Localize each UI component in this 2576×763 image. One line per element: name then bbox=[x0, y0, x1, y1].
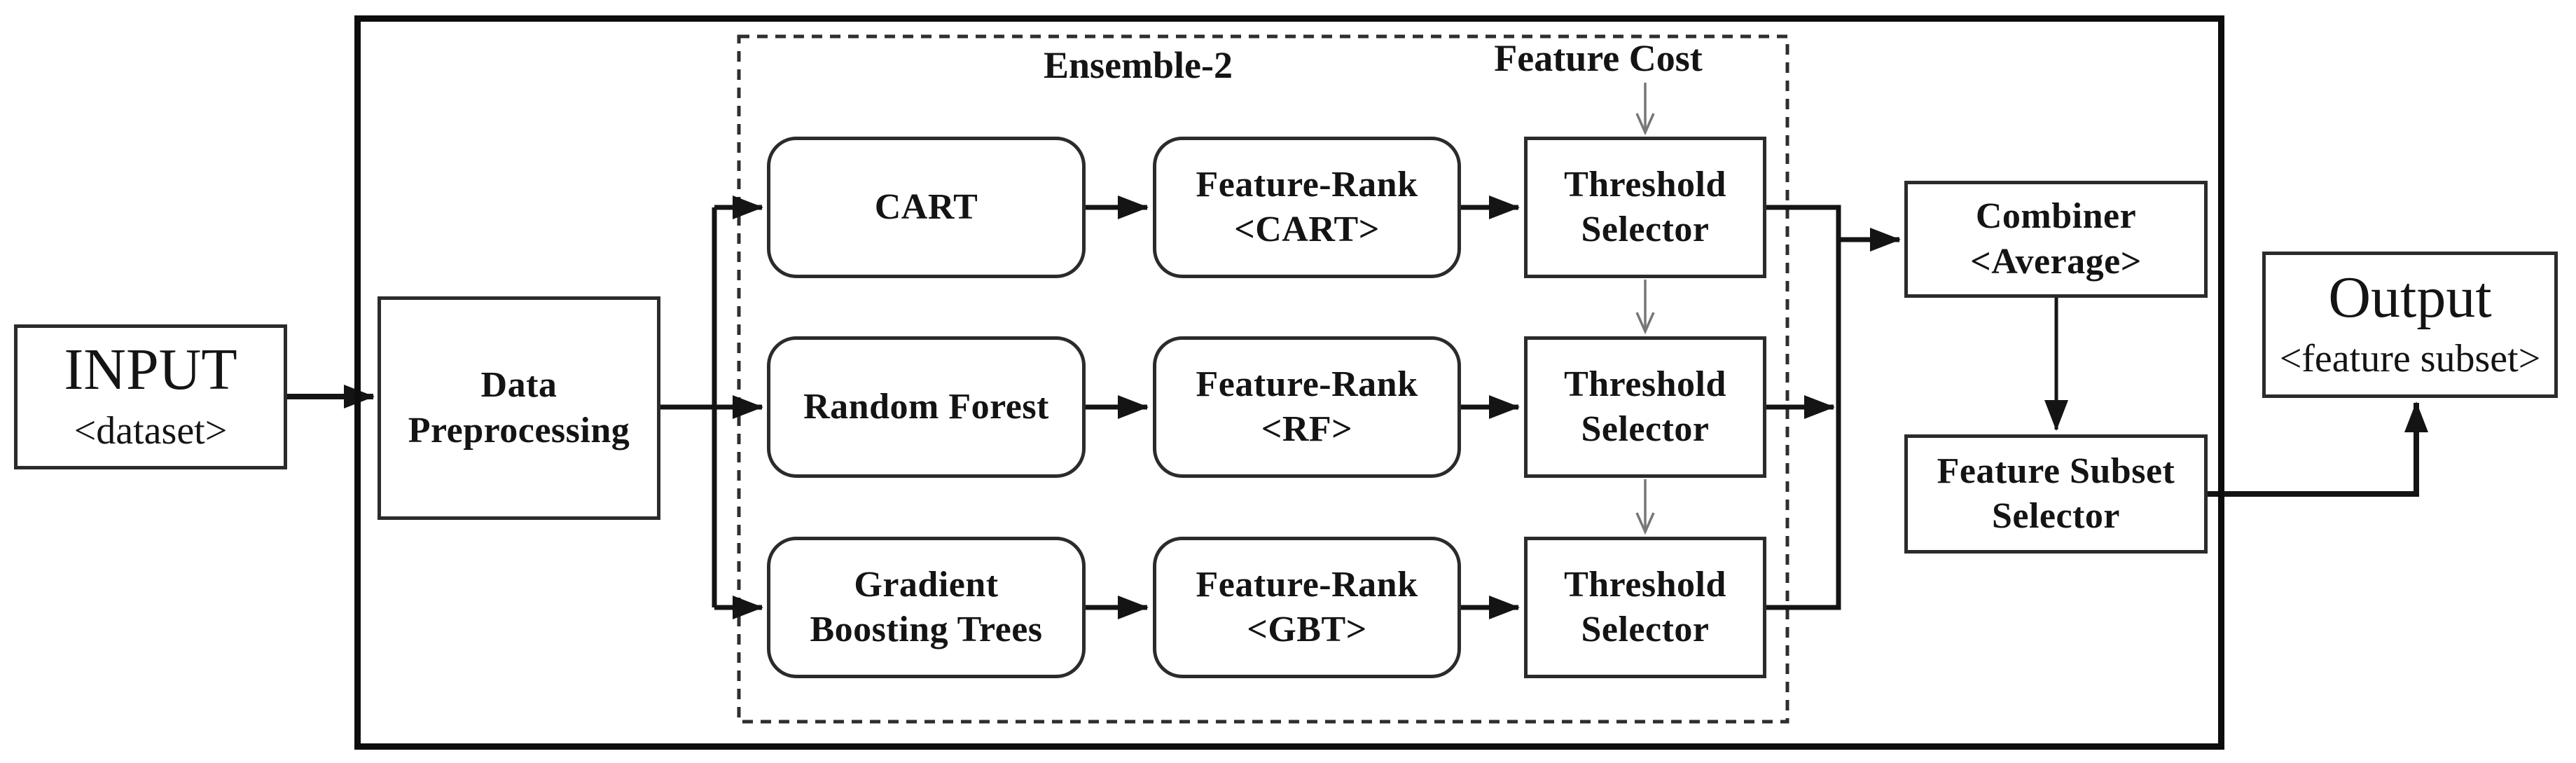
input-subtitle: <dataset> bbox=[74, 409, 228, 453]
cart-label: CART bbox=[874, 186, 978, 227]
threshold-selector-3-box: Threshold Selector bbox=[1524, 537, 1766, 678]
feature-rank-gbt-box: Feature-Rank <GBT> bbox=[1153, 537, 1461, 678]
feature-rank-cart-label: Feature-Rank <CART> bbox=[1196, 164, 1418, 249]
combiner-box: Combiner <Average> bbox=[1904, 181, 2208, 298]
input-box: INPUT <dataset> bbox=[14, 324, 287, 469]
threshold-selector-3-label: Threshold Selector bbox=[1564, 564, 1726, 649]
line-collector bbox=[1766, 205, 1841, 610]
threshold-selector-1-label: Threshold Selector bbox=[1564, 164, 1726, 249]
output-subtitle: <feature subset> bbox=[2279, 337, 2541, 380]
feature-rank-rf-box: Feature-Rank <RF> bbox=[1153, 336, 1461, 478]
feature-subset-selector-label: Feature Subset Selector bbox=[1937, 451, 2175, 536]
threshold-selector-2-label: Threshold Selector bbox=[1564, 364, 1726, 449]
output-title: Output bbox=[2328, 264, 2492, 330]
feature-rank-rf-label: Feature-Rank <RF> bbox=[1196, 364, 1418, 449]
feature-rank-gbt-label: Feature-Rank <GBT> bbox=[1196, 564, 1418, 649]
threshold-selector-1-box: Threshold Selector bbox=[1524, 137, 1766, 278]
ensemble-title: Ensemble-2 bbox=[1044, 44, 1233, 86]
random-forest-label: Random Forest bbox=[803, 386, 1049, 427]
feature-subset-selector-box: Feature Subset Selector bbox=[1904, 434, 2208, 554]
gradient-boosting-label: Gradient Boosting Trees bbox=[810, 564, 1043, 649]
gradient-boosting-box: Gradient Boosting Trees bbox=[767, 537, 1086, 678]
output-box: Output <feature subset> bbox=[2262, 252, 2558, 398]
feature-cost-label: Feature Cost bbox=[1494, 37, 1703, 79]
data-preprocessing-label: Data Preprocessing bbox=[408, 365, 630, 451]
system-boundary-frame bbox=[354, 15, 2224, 750]
threshold-selector-2-box: Threshold Selector bbox=[1524, 336, 1766, 478]
random-forest-box: Random Forest bbox=[767, 336, 1086, 478]
input-title: INPUT bbox=[64, 336, 237, 402]
feature-rank-cart-box: Feature-Rank <CART> bbox=[1153, 137, 1461, 278]
data-preprocessing-box: Data Preprocessing bbox=[378, 296, 660, 520]
cart-box: CART bbox=[767, 137, 1086, 278]
combiner-label: Combiner <Average> bbox=[1970, 196, 2142, 282]
ensemble-dashed-frame bbox=[737, 34, 1789, 724]
arrow-subset-selector-to-output bbox=[2208, 401, 2428, 497]
